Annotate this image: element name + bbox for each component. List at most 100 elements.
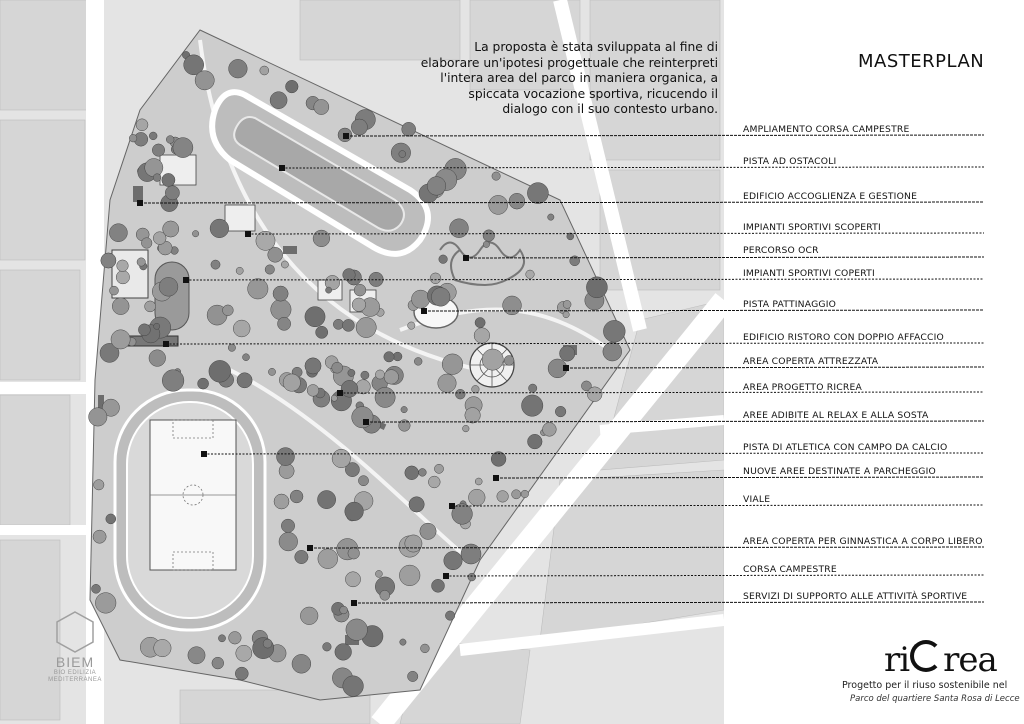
tree (443, 551, 463, 571)
tree (247, 278, 269, 300)
tree (527, 182, 549, 204)
tree (161, 173, 176, 187)
tree (420, 643, 430, 654)
brand-tagline: Progetto per il riuso sostenibile nel (842, 680, 1008, 691)
tree (95, 592, 117, 614)
tree (273, 493, 290, 510)
tree (235, 266, 244, 275)
tree (136, 257, 146, 267)
tree (441, 353, 464, 375)
tree (491, 171, 501, 181)
tree (148, 349, 166, 367)
legend-item-area-progetto-ricrea[interactable]: AREA PROGETTO RICREA (743, 382, 862, 393)
hexagon-logo-icon (56, 611, 94, 653)
tree (467, 572, 476, 582)
biem-watermark: BIEM BIO EDILIZIA MEDITERRANEA (40, 610, 110, 684)
tree (187, 646, 206, 665)
legend-item-servizi-supporto[interactable]: SERVIZI DI SUPPORTO ALLE ATTIVITÀ SPORTI… (743, 591, 968, 602)
legend-item-pista-ad-ostacoli[interactable]: PISTA AD OSTACOLI (743, 156, 837, 167)
tree (315, 325, 329, 339)
tree (528, 383, 538, 393)
tree (383, 369, 399, 385)
tree (428, 475, 441, 489)
tree (547, 213, 555, 221)
brand-subtitle: Parco del quartiere Santa Rosa di Lecce (850, 694, 1020, 704)
tree (473, 327, 490, 344)
tree (334, 643, 352, 661)
legend-item-area-coperta-attrezzata[interactable]: AREA COPERTA ATTREZZATA (743, 356, 879, 367)
tree (317, 548, 338, 569)
tree (375, 369, 385, 380)
tree (337, 127, 353, 143)
tree (99, 343, 120, 363)
tree (342, 319, 355, 332)
description-line: l'intera area del parco in maniera organ… (440, 71, 718, 85)
tree (379, 590, 391, 601)
tree (192, 230, 200, 238)
tree (116, 259, 129, 272)
legend-item-pista-atletica[interactable]: PISTA DI ATLETICA CON CAMPO DA CALCIO (743, 442, 948, 453)
tree (586, 276, 608, 299)
project-description: La proposta è stata sviluppata al fine d… (400, 40, 718, 118)
tree (460, 543, 482, 565)
tree (351, 406, 374, 429)
tree (262, 638, 273, 649)
tree (451, 503, 473, 525)
tree (227, 343, 236, 352)
legend-item-edificio-ristoro[interactable]: EDIFICIO RISTORO CON DOPPIO AFFACCIO (743, 332, 944, 343)
tree (211, 656, 224, 670)
tree (333, 318, 344, 330)
legend-item-edificio-accoglienza[interactable]: EDIFICIO ACCOGLIENZA E GESTIONE (743, 191, 918, 202)
tree (100, 252, 117, 269)
tree (330, 394, 338, 402)
tree (270, 299, 292, 320)
tree (272, 285, 289, 302)
tree (502, 295, 522, 316)
legend-item-aree-relax[interactable]: AREE ADIBITE AL RELAX E ALLA SOSTA (743, 410, 929, 421)
tree (144, 158, 164, 177)
legend-item-corsa-campestre[interactable]: CORSA CAMPESTRE (743, 564, 837, 575)
tree (559, 345, 576, 362)
tree (398, 150, 407, 158)
tree (401, 122, 416, 137)
tree (525, 269, 535, 279)
tree (255, 230, 276, 251)
tree (208, 360, 231, 383)
tree (482, 240, 490, 248)
legend-item-pista-pattinaggio[interactable]: PISTA PATTINAGGIO (743, 299, 837, 310)
tree (235, 644, 253, 662)
legend-item-area-ginnastica[interactable]: AREA COPERTA PER GINNASTICA A CORPO LIBE… (743, 536, 983, 547)
legend-item-viale[interactable]: VIALE (743, 494, 771, 505)
legend-item-impianti-coperti[interactable]: IMPIANTI SPORTIVI COPERTI (743, 268, 875, 279)
tree (474, 477, 483, 486)
legend-item-percorso-ocr[interactable]: PERCORSO OCR (743, 245, 819, 256)
tree (218, 634, 226, 643)
logo-text-start: ri (884, 640, 910, 680)
tree (474, 317, 486, 328)
tree (399, 638, 407, 646)
tree (462, 425, 470, 433)
tree (437, 373, 457, 393)
logo-text-end: rea (943, 640, 998, 680)
tree (325, 286, 332, 294)
tree (285, 80, 299, 94)
tree (511, 489, 522, 500)
tree (431, 579, 445, 593)
legend-item-parcheggio[interactable]: NUOVE AREE DESTINATE A PARCHEGGIO (743, 466, 936, 477)
tree (166, 135, 175, 144)
tree (313, 99, 330, 115)
tree (112, 297, 130, 315)
tree (347, 547, 360, 560)
tree (289, 489, 304, 504)
watermark-line2: MEDITERRANEA (48, 677, 102, 683)
tree (110, 329, 131, 350)
tree (228, 59, 248, 79)
tree (93, 479, 105, 491)
tree (210, 259, 221, 270)
tree (520, 489, 529, 499)
legend-item-ampliamento-corsa-campestre[interactable]: AMPLIAMENTO CORSA CAMPESTRE (743, 124, 910, 135)
legend-item-impianti-scoperti[interactable]: IMPIANTI SPORTIVI SCOPERTI (743, 222, 881, 233)
tree (449, 218, 469, 238)
masterplan-drawing (0, 0, 724, 724)
logo-c-icon (910, 640, 943, 672)
